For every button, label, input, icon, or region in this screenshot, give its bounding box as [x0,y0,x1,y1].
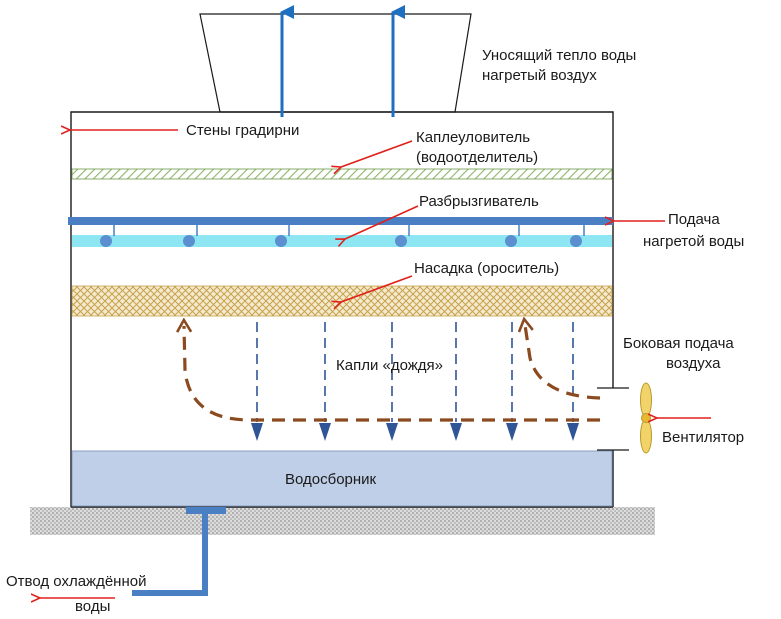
rain-drop-head [567,423,579,441]
spray-nozzle [570,235,582,247]
outlet-label-line1: Отвод охлаждённой [6,573,146,590]
rain-drop-head [251,423,263,441]
sprayer-label: Разбрызгиватель [419,193,539,210]
fill-arrow [341,275,413,302]
rain-label: Капли «дождя» [336,357,443,374]
air-flow-right [525,325,601,400]
water-basin [71,450,613,507]
outlet-flange [186,507,226,514]
exhaust-label-line1: Уносящий тепло воды [482,47,636,64]
exhaust-hood [199,13,472,113]
rain-drop-head [319,423,331,441]
spray-nozzle [100,235,112,247]
hot-water-label-line2: нагретой воды [643,233,744,250]
spray-nozzle [505,235,517,247]
rain-drop-head [386,423,398,441]
ground-strip [30,507,655,535]
outlet-label-line2: воды [75,598,110,615]
side-air-label-line2: воздуха [666,355,721,372]
spray-nozzles [100,225,585,247]
cold-water-pipe [132,512,208,596]
exhaust-label-line2: нагретый воздух [482,67,597,84]
tower-walls [70,111,614,507]
hot-water-label-line1: Подача [668,211,720,228]
spray-nozzle [275,235,287,247]
drift-eliminator [71,168,613,180]
fan-label: Вентилятор [662,429,744,446]
drift-eliminator-arrow [341,140,413,167]
spray-nozzle [395,235,407,247]
fill-label: Насадка (ороситель) [414,260,559,277]
basin-label: Водосборник [285,471,377,488]
fan-icon [640,382,652,454]
rain-drop-head [506,423,518,441]
walls-label: Стены градирни [186,122,299,139]
spray-water-layer [72,235,612,247]
hot-water-pipe [68,217,613,225]
drift-eliminator-label-line2: (водоотделитель) [416,149,538,166]
side-air-label-line1: Боковая подача [623,335,734,352]
drift-eliminator-label-line1: Каплеуловитель [416,129,530,146]
rain-drop-head [450,423,462,441]
spray-nozzle [183,235,195,247]
sprayer-arrow [345,205,419,239]
rain-drops [251,322,579,441]
